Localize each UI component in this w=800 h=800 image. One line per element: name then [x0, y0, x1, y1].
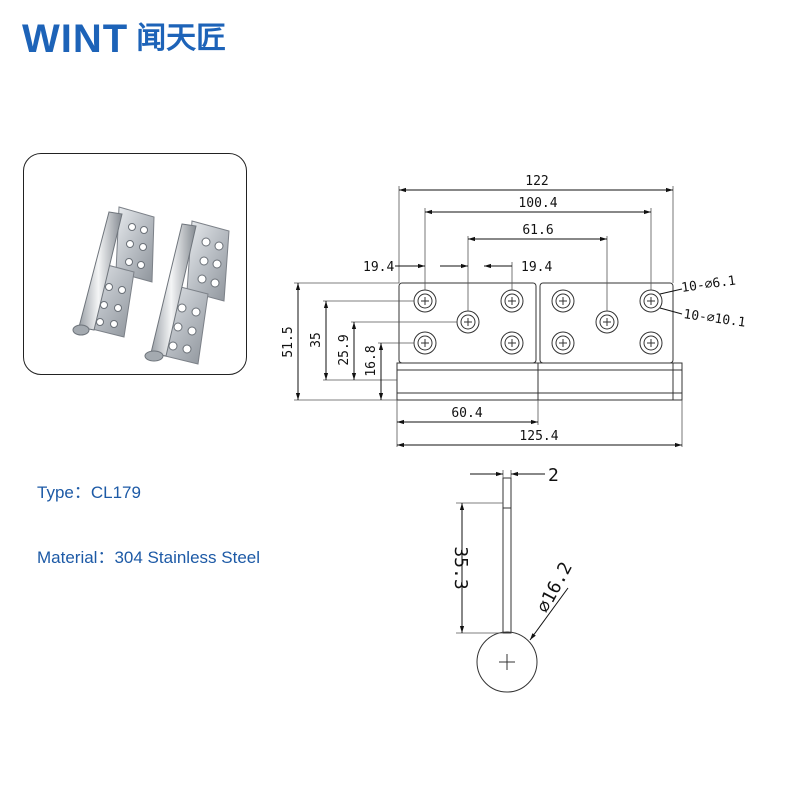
- dim-height-total: 51.5: [281, 326, 296, 357]
- dim-outer-holes: 100.4: [518, 196, 557, 211]
- dim-center-holes: 61.6: [522, 223, 553, 238]
- logo-chinese-name: 闻天匠: [136, 21, 227, 56]
- type-value: CL179: [90, 483, 141, 502]
- callout-small-holes: 10-⌀6.1: [680, 273, 736, 295]
- spec-material: Material：304 Stainless Steel: [37, 543, 260, 568]
- dim-overall-bottom: 125.4: [519, 429, 558, 444]
- side-view: [456, 470, 569, 693]
- knuckle-circle: [476, 631, 538, 693]
- dim-half-width: 60.4: [451, 406, 482, 421]
- dim-height-center: 25.9: [337, 334, 352, 365]
- dim-height-holes: 35: [309, 332, 324, 348]
- dim-height-lower: 16.8: [364, 345, 379, 376]
- callout-large-holes: 10-⌀10.1: [682, 307, 746, 331]
- material-label: Material：: [37, 548, 115, 567]
- leaf-profile: [502, 477, 512, 634]
- dim-left-offset: 19.4: [363, 260, 394, 275]
- dim-overall-top: 122: [525, 174, 548, 189]
- dim-thickness: 2: [548, 465, 559, 486]
- spec-type: Type：CL179: [37, 478, 141, 503]
- hinge-photo-icon: [72, 206, 230, 365]
- dim-right-offset: 19.4: [521, 260, 552, 275]
- material-value: 304 Stainless Steel: [114, 548, 261, 567]
- logo-wordmark: WINT: [22, 17, 129, 61]
- knuckle-band: [396, 362, 683, 401]
- dim-leaf-length: 35.3: [450, 546, 471, 589]
- brand-logo: WINT 闻天匠: [22, 14, 226, 64]
- mounting-holes: [413, 289, 663, 355]
- dim-knuckle-dia: ⌀16.2: [533, 559, 577, 617]
- product-photo-frame: [23, 153, 247, 375]
- type-label: Type：: [37, 483, 91, 502]
- front-view: [294, 186, 683, 448]
